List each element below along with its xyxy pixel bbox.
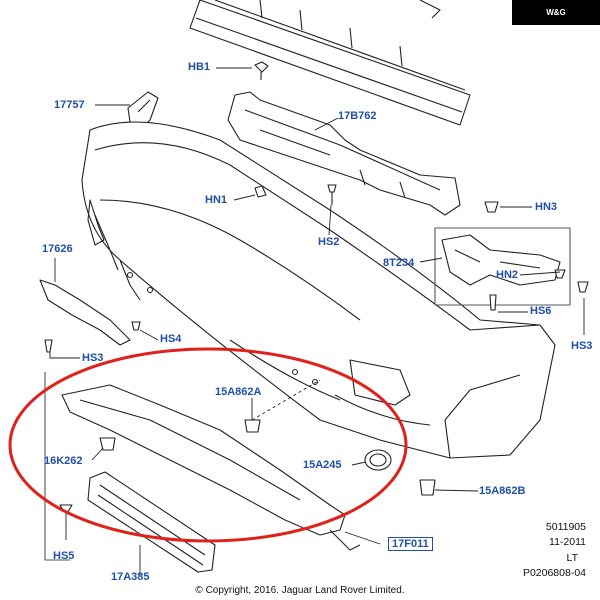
callout-hs2: HS2 <box>318 236 340 248</box>
callout-hs3-right: HS3 <box>571 340 593 352</box>
callout-8t234: 8T234 <box>383 257 415 269</box>
callout-hn1: HN1 <box>205 194 228 206</box>
callout-15a245: 15A245 <box>303 459 342 471</box>
grille-17a385 <box>87 471 216 573</box>
callout-17a385: 17A385 <box>111 571 150 583</box>
callout-hn3: HN3 <box>535 201 558 213</box>
callout-15a862b: 15A862B <box>479 485 526 497</box>
callout-hs5: HS5 <box>53 550 75 562</box>
trim-ring-15a245 <box>364 449 392 471</box>
highlight-ellipse <box>8 347 408 543</box>
callout-17f011: 17F011 <box>388 537 433 551</box>
callout-hb1: HB1 <box>188 61 211 73</box>
callout-17626: 17626 <box>42 243 73 255</box>
leader-lines <box>49 67 585 575</box>
meta-reference: P0206808-04 <box>522 567 586 579</box>
callout-17b762: 17B762 <box>338 110 377 122</box>
bumper-cover <box>81 121 556 459</box>
callout-hn2: HN2 <box>496 269 519 281</box>
callout-16k262: 16K262 <box>44 455 83 467</box>
copyright-notice: © Copyright, 2016. Jaguar Land Rover Lim… <box>195 585 405 596</box>
meta-date: 11-2011 <box>549 536 586 548</box>
bracket-8t234 <box>434 227 571 306</box>
bumper-beam <box>189 0 471 126</box>
brand-badge-text: W&G <box>546 8 566 17</box>
meta-side: LT <box>566 552 578 564</box>
undertray <box>44 372 361 561</box>
lower-strip-17626 <box>39 279 131 346</box>
callout-15a862a: 15A862A <box>215 386 262 398</box>
callout-17757: 17757 <box>54 99 85 111</box>
meta-code: 5011905 <box>545 521 586 533</box>
bracket-17b762 <box>227 91 461 216</box>
callout-hs3-left: HS3 <box>82 352 104 364</box>
fasteners <box>44 61 589 513</box>
brand-badge: W&G <box>512 0 600 25</box>
callout-hs4: HS4 <box>160 333 182 345</box>
callout-hs6: HS6 <box>530 305 552 317</box>
